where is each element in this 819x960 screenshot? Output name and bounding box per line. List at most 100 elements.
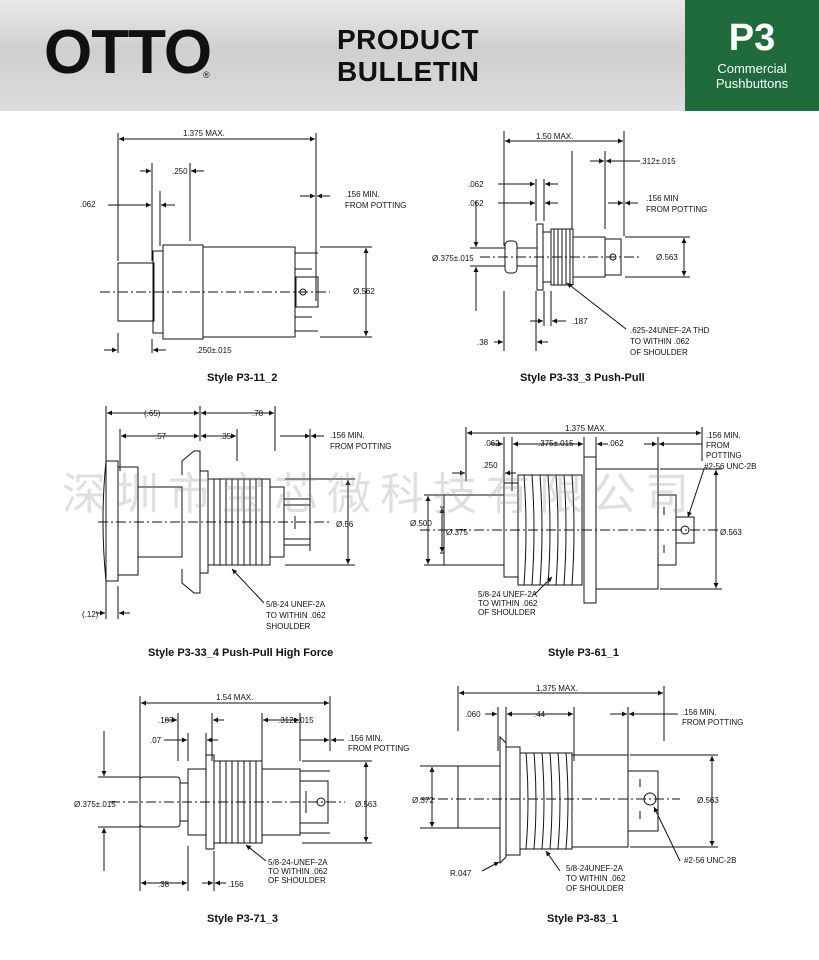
dim-label: .375±.015 — [538, 439, 574, 448]
badge-code: P3 — [728, 17, 776, 59]
drawing-p3-61-1 — [420, 427, 722, 604]
dim-label: OF SHOULDER — [478, 608, 536, 617]
dim-label: 1.375 MAX. — [536, 684, 578, 693]
dim-label: 5/8-24-UNEF-2A — [268, 858, 328, 867]
dim-label: .07 — [150, 736, 162, 745]
dim-label: .312±.015 — [640, 157, 676, 166]
dim-label: 1.375 MAX. — [565, 424, 607, 433]
dim-label: .57 — [155, 432, 167, 441]
caption-p3-71-3: Style P3-71_3 — [207, 913, 278, 925]
dim-label: Ø.375±.015 — [432, 254, 474, 263]
dim-label: .062 — [468, 180, 484, 189]
dim-label: FROM POTTING — [348, 744, 409, 753]
dim-label: 1.54 MAX. — [216, 693, 253, 702]
dim-label: TO WITHIN .062 — [478, 599, 538, 608]
otto-logo: OTTO — [44, 18, 212, 87]
dim-label: Ø.563 — [720, 528, 742, 537]
caption-p3-33-3: Style P3-33_3 Push-Pull — [520, 372, 645, 384]
dim-label: Ø.375±.015 — [74, 800, 116, 809]
drawing-p3-33-4 — [96, 406, 355, 619]
page-header: OTTO ® PRODUCT BULLETIN P3 Commercial Pu… — [0, 0, 819, 111]
dim-label: TO WITHIN .062 — [266, 611, 326, 620]
registered-mark: ® — [203, 70, 210, 80]
dim-label: R.047 — [450, 869, 472, 878]
dim-label: OF SHOULDER — [630, 348, 688, 357]
dim-label: .625-24UNEF-2A THD — [630, 326, 710, 335]
dim-label: .062 — [608, 439, 624, 448]
dim-label: TO WITHIN .062 — [268, 867, 328, 876]
dim-label: .156 MIN. — [330, 431, 365, 440]
dim-label: OF SHOULDER — [566, 884, 624, 893]
badge-line2: Pushbuttons — [715, 76, 789, 91]
dim-label: .062 — [484, 439, 500, 448]
dim-label: .187 — [572, 317, 588, 326]
bulletin-title-line2: BULLETIN — [337, 56, 480, 87]
drawing-p3-33-3 — [470, 131, 690, 351]
dim-label: .156 — [228, 880, 244, 889]
dim-label: .312±.015 — [278, 716, 314, 725]
dim-label: Ø.562 — [353, 287, 375, 296]
drawing-p3-71-3-labels: 1.54 MAX. .187 .312±.015 .07 .156 MIN. F… — [74, 693, 409, 889]
dim-label: FROM POTTING — [646, 205, 707, 214]
caption-p3-61-1: Style P3-61_1 — [548, 647, 619, 659]
drawing-p3-33-4-labels: (.65) .78 .57 .35 .156 MIN. FROM POTTING… — [82, 409, 391, 631]
dim-label: .35 — [220, 432, 232, 441]
badge-line1: Commercial — [717, 61, 787, 76]
drawing-p3-61-1-labels: 1.375 MAX. .062 .375±.015 .062 .156 MIN.… — [410, 424, 756, 617]
dim-label: FROM — [706, 441, 730, 450]
dim-label: 5/8-24UNEF-2A — [566, 864, 624, 873]
dim-label: .44 — [534, 710, 546, 719]
dim-label: .38 — [477, 338, 489, 347]
dim-label: POTTING — [706, 451, 742, 460]
dim-label: .250 — [482, 461, 498, 470]
dim-label: 1.375 MAX. — [183, 129, 225, 138]
bulletin-title-line1: PRODUCT — [337, 24, 479, 55]
dim-label: Ø.372 — [412, 796, 434, 805]
dim-label: .060 — [465, 710, 481, 719]
dim-label: .250 — [172, 167, 188, 176]
drawing-p3-83-1-labels: 1.375 MAX. .060 .44 .156 MIN. FROM POTTI… — [412, 684, 743, 893]
dim-label: 5/8-24 UNEF-2A — [478, 590, 538, 599]
drawing-p3-33-3-labels: 1.50 MAX. .312±.015 .062 .062 .156 MIN F… — [432, 132, 710, 357]
drawing-p3-71-3 — [98, 696, 372, 891]
dim-label: .156 MIN. — [345, 190, 380, 199]
dim-label: .062 — [80, 200, 96, 209]
dim-label: Ø.375 — [446, 528, 468, 537]
dim-label: Ø.563 — [355, 800, 377, 809]
dim-label: OF SHOULDER — [268, 876, 326, 885]
dim-label: .156 MIN. — [682, 708, 717, 717]
caption-p3-11-2: Style P3-11_2 — [207, 372, 277, 384]
dim-label: (.12) — [82, 610, 99, 619]
bulletin-title: PRODUCT BULLETIN — [337, 24, 479, 88]
drawing-p3-11-2-labels: 1.375 MAX. .250 .062 .156 MIN. FROM POTT… — [80, 129, 406, 355]
dim-label: .187 — [158, 716, 174, 725]
caption-p3-33-4: Style P3-33_4 Push-Pull High Force — [148, 647, 333, 659]
dim-label: Ø.56 — [336, 520, 354, 529]
dim-label: .156 MIN — [646, 194, 679, 203]
drawings-canvas: 1.375 MAX. .250 .062 .156 MIN. FROM POTT… — [74, 129, 756, 925]
dim-label: FROM POTTING — [330, 442, 391, 451]
dim-label: FROM POTTING — [682, 718, 743, 727]
dim-label: FROM POTTING — [345, 201, 406, 210]
dim-label: .38 — [158, 880, 170, 889]
dim-label: TO WITHIN .062 — [566, 874, 626, 883]
dim-label: Ø.500 — [410, 519, 432, 528]
dim-label: #2-56 UNC-2B — [684, 856, 736, 865]
dim-label: (.65) — [144, 409, 161, 418]
dim-label: .78 — [252, 409, 264, 418]
dim-label: TO WITHIN .062 — [630, 337, 690, 346]
dim-label: .156 MIN. — [348, 734, 383, 743]
dim-label: SHOULDER — [266, 622, 311, 631]
dim-label: Ø.563 — [656, 253, 678, 262]
dim-label: 1.50 MAX. — [536, 132, 573, 141]
dim-label: Ø.563 — [697, 796, 719, 805]
dim-label: .250±.015 — [196, 346, 232, 355]
dim-label: #2-56 UNC-2B — [704, 462, 756, 471]
dim-label: 5/8-24 UNEF-2A — [266, 600, 326, 609]
category-badge: P3 Commercial Pushbuttons — [685, 0, 819, 111]
dim-label: .156 MIN. — [706, 431, 741, 440]
drawing-p3-11-2 — [100, 133, 372, 353]
drawing-p3-83-1 — [420, 686, 718, 872]
caption-p3-83-1: Style P3-83_1 — [547, 913, 618, 925]
dim-label: .062 — [468, 199, 484, 208]
